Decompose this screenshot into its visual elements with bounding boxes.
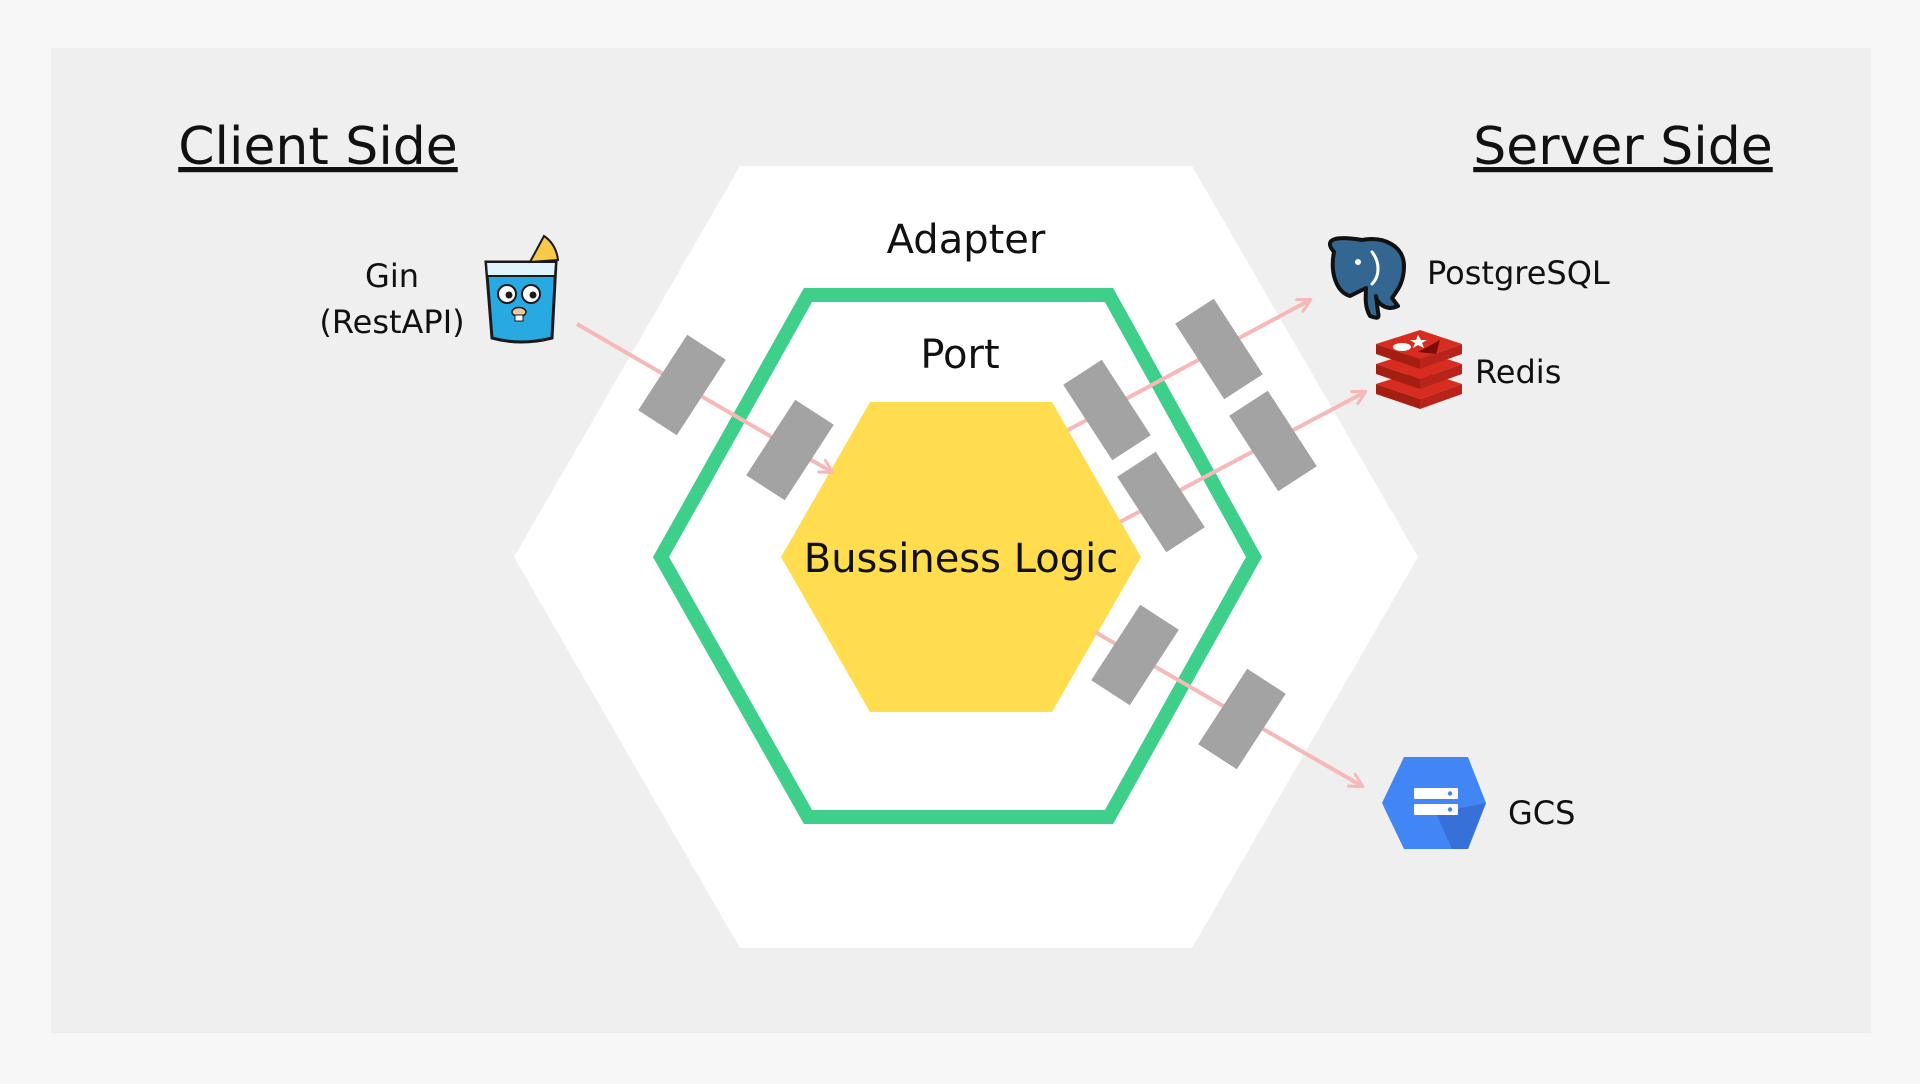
postgresql-elephant-icon xyxy=(1327,236,1406,320)
gin-gopher-icon xyxy=(484,234,560,344)
business-logic-label: Bussiness Logic xyxy=(804,536,1119,582)
gcs-port-connector xyxy=(1091,604,1179,706)
postgresql-label: PostgreSQL xyxy=(1427,254,1610,292)
client-port-connector xyxy=(746,399,834,501)
connectors xyxy=(638,298,1317,770)
postgresql-adapter-connector xyxy=(1175,298,1263,400)
google-cloud-storage-icon xyxy=(1382,757,1486,849)
postgresql-port-connector xyxy=(1063,359,1151,461)
gcs-label: GCS xyxy=(1508,794,1575,832)
redis-label: Redis xyxy=(1475,353,1561,391)
adapter-label: Adapter xyxy=(887,217,1046,263)
restapi-label: (RestAPI) xyxy=(319,303,464,341)
gin-label: Gin xyxy=(365,257,419,295)
redis-adapter-connector xyxy=(1229,390,1317,492)
server-side-heading: Server Side xyxy=(1473,117,1773,177)
port-label: Port xyxy=(920,332,999,378)
client-adapter-connector xyxy=(638,334,726,436)
redis-stack-icon xyxy=(1376,330,1462,409)
gcs-adapter-connector xyxy=(1198,668,1286,770)
client-side-heading: Client Side xyxy=(178,117,458,177)
business-logic-hexagon xyxy=(781,402,1141,712)
redis-port-connector xyxy=(1117,451,1205,553)
port-hexagon xyxy=(652,288,1263,824)
